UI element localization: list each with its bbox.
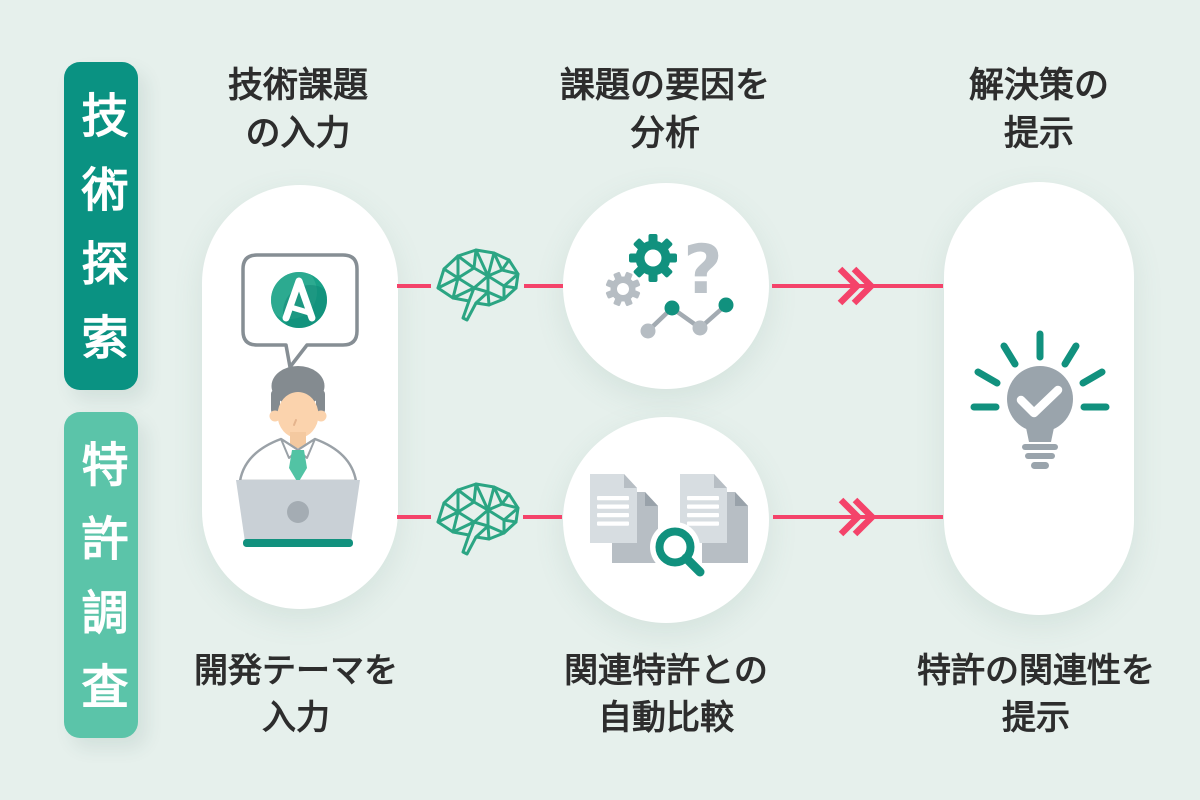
row-pill-technology-exploration: 技術探索	[64, 62, 138, 390]
double-chevron-arrow-icon	[838, 497, 877, 537]
polygonal-brain-icon	[436, 482, 520, 556]
row-label-technology-exploration: 技術探索	[74, 91, 128, 387]
polygonal-brain-icon	[436, 248, 520, 322]
stage-circle-comparison	[563, 417, 769, 623]
row-label-patent-research: 特許調査	[74, 440, 128, 736]
label-line: 関連特許との	[564, 652, 768, 690]
label-line: 技術課題	[227, 66, 368, 105]
label-step1-bottom: 開発テーマを 入力	[146, 648, 446, 742]
label-line: 課題の要因を	[559, 66, 770, 105]
label-line: の入力	[245, 114, 351, 153]
double-chevron-arrow-icon	[837, 266, 876, 306]
label-step3-bottom: 特許の関連性を 提示	[886, 648, 1186, 742]
label-line: 提示	[1002, 699, 1070, 737]
label-line: 提示	[1003, 114, 1074, 153]
label-step3-top: 解決策の 提示	[889, 62, 1189, 158]
label-line: 解決策の	[968, 66, 1109, 105]
label-step1-top: 技術課題 の入力	[148, 62, 448, 158]
label-line: 入力	[262, 699, 330, 737]
label-line: 特許の関連性を	[917, 652, 1155, 690]
stage-card-input	[202, 185, 398, 609]
label-step2-top: 課題の要因を 分析	[515, 62, 815, 158]
label-step2-bottom: 関連特許との 自動比較	[516, 648, 816, 742]
stage-circle-analysis	[563, 183, 769, 389]
stage-card-output	[944, 182, 1134, 615]
label-line: 分析	[629, 114, 700, 153]
label-line: 開発テーマを	[194, 652, 398, 690]
label-line: 自動比較	[598, 699, 734, 737]
row-pill-patent-research: 特許調査	[64, 412, 138, 738]
